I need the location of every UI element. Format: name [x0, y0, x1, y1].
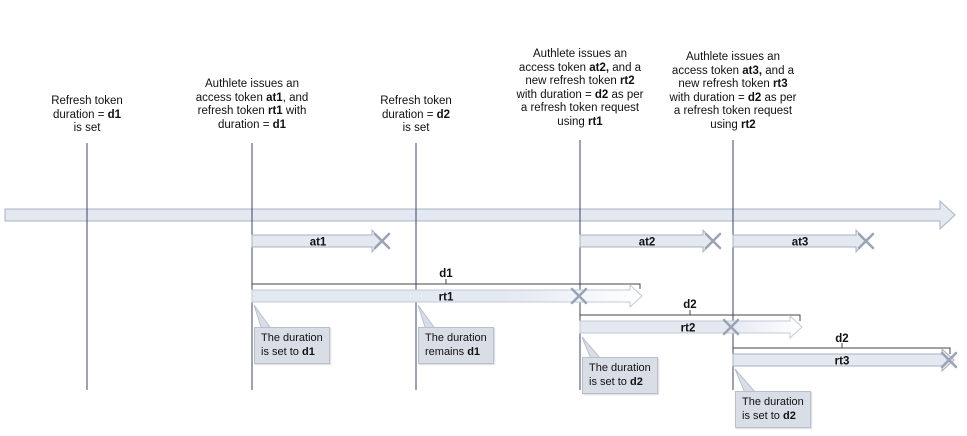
- bar-label-rt1: rt1: [439, 292, 454, 304]
- expiry-cross-icon: [570, 287, 588, 305]
- callout-pointer: [734, 368, 758, 394]
- duration-bracket-d2-rt3: [732, 343, 951, 354]
- token-bar-at3: at3: [732, 228, 867, 254]
- bracket-label-d2-rt3: d2: [835, 333, 848, 345]
- time-axis-arrow: [4, 199, 956, 231]
- bar-label-rt3: rt3: [835, 356, 850, 368]
- expiry-cross-icon: [373, 232, 391, 250]
- duration-bracket-d2-rt2: [579, 310, 801, 321]
- bar-label-at1: at1: [310, 237, 327, 249]
- bracket-label-d1: d1: [439, 268, 453, 280]
- expiry-cross-icon: [940, 351, 958, 369]
- token-bar-at2: at2: [579, 228, 714, 254]
- token-bar-at1: at1: [251, 228, 383, 254]
- callout-pointer: [581, 336, 603, 360]
- token-bar-rt3: rt3: [732, 347, 955, 373]
- expiry-cross-icon: [857, 232, 875, 250]
- bar-label-rt2: rt2: [681, 323, 696, 335]
- bar-label-at2: at2: [639, 237, 656, 249]
- token-bar-rt2: rt2: [579, 314, 803, 340]
- bracket-label-d2-rt2: d2: [683, 299, 696, 311]
- token-bar-rt1: rt1: [251, 283, 643, 309]
- duration-bracket-d1: [251, 279, 641, 289]
- expiry-cross-icon: [722, 318, 740, 336]
- bar-label-at3: at3: [792, 237, 809, 249]
- expiry-cross-icon: [704, 232, 722, 250]
